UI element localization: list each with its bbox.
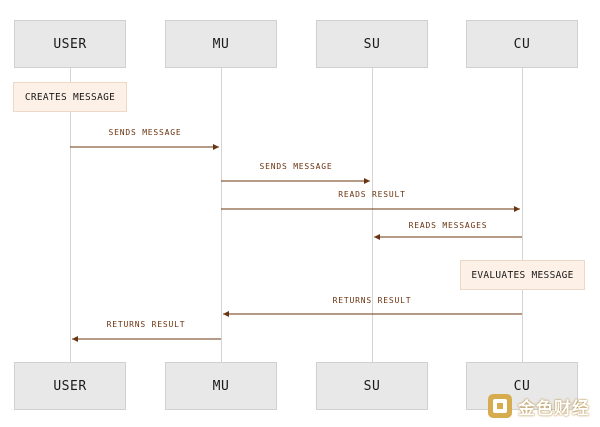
note-label: CREATES MESSAGE [24,91,116,103]
actor-user-top: USER [14,20,126,68]
note-label: EVALUATES MESSAGE [471,269,574,281]
note-creates-message: CREATES MESSAGE [13,82,127,112]
actor-label: SU [363,36,381,52]
actor-su-top: SU [316,20,428,68]
actor-label: MU [212,378,230,394]
actor-label: SU [363,378,381,394]
message-label-reads-result: READS RESULT [338,190,406,199]
actor-cu-top: CU [466,20,578,68]
lifeline-user [70,68,71,362]
message-label-returns-result-1: RETURNS RESULT [332,296,412,305]
actor-label: CU [513,378,531,394]
message-label-sends-message-1: SENDS MESSAGE [108,128,182,137]
actor-label: USER [53,378,87,394]
watermark: 金色财经 [487,392,590,420]
actor-mu-top: MU [165,20,277,68]
actor-mu-bottom: MU [165,362,277,410]
lifeline-mu [221,68,222,362]
message-label-sends-message-2: SENDS MESSAGE [259,162,333,171]
lifeline-cu [522,68,523,362]
watermark-text: 金色财经 [518,398,590,419]
actor-label: USER [53,36,87,52]
watermark-logo-icon [488,394,512,418]
actor-label: MU [212,36,230,52]
message-label-returns-result-2: RETURNS RESULT [106,320,186,329]
lifeline-su [372,68,373,362]
actor-user-bottom: USER [14,362,126,410]
actor-su-bottom: SU [316,362,428,410]
note-evaluates-message: EVALUATES MESSAGE [460,260,585,290]
actor-label: CU [513,36,531,52]
message-label-reads-messages: READS MESSAGES [408,221,488,230]
actor-cu-bottom: CU [466,362,578,410]
